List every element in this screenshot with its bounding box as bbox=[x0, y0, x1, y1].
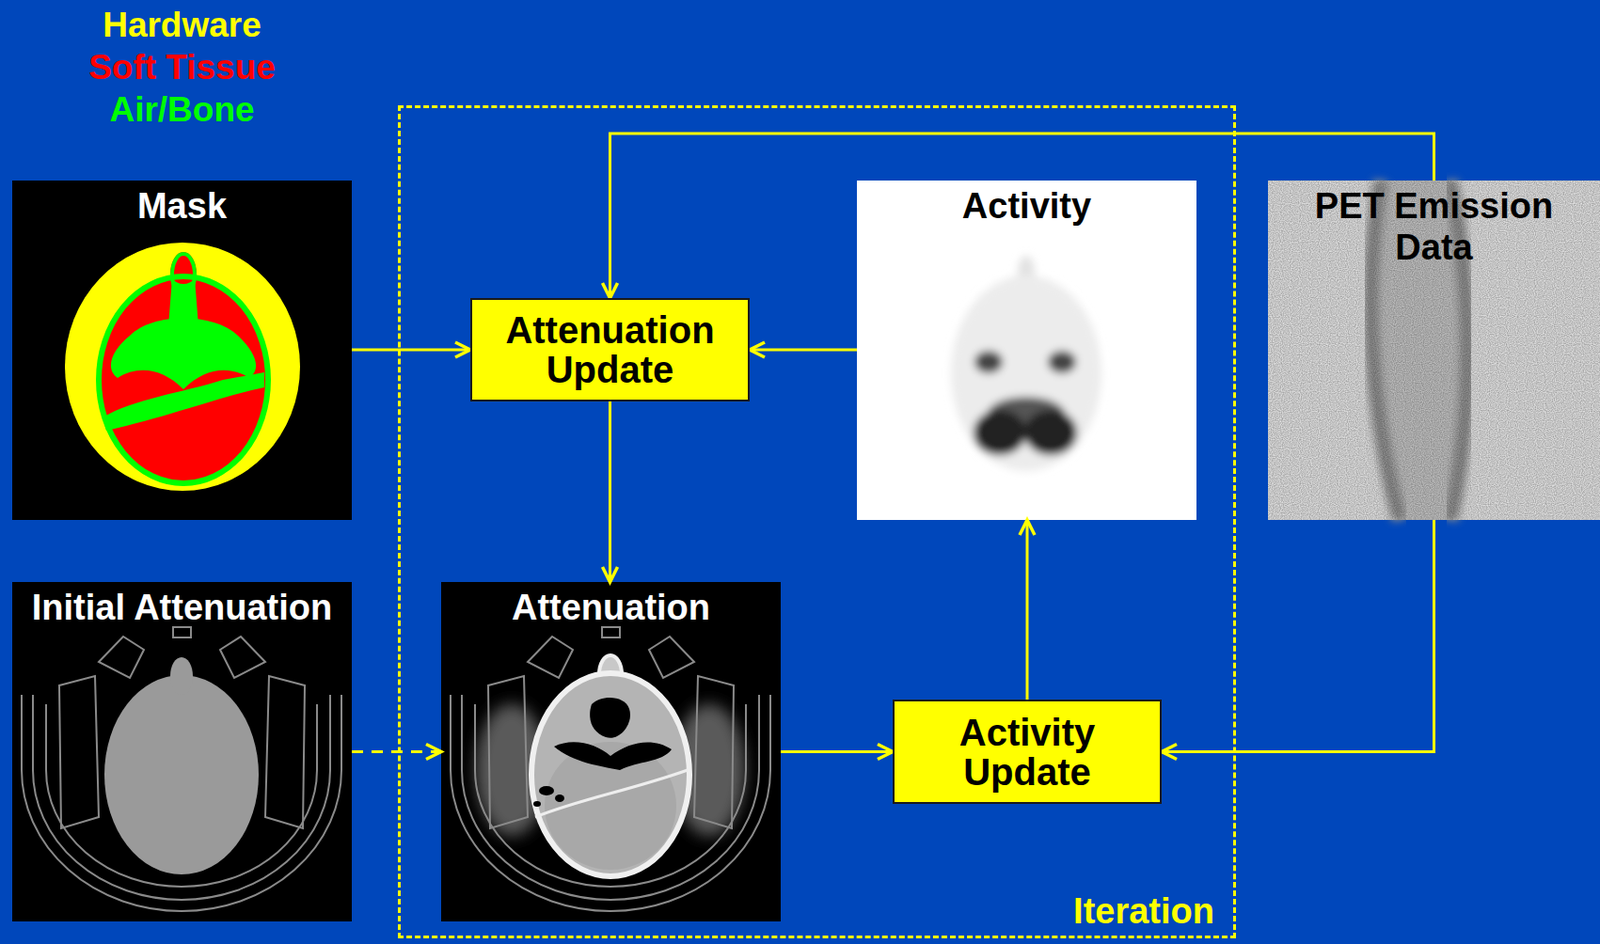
uptake bbox=[1024, 410, 1078, 456]
image-panel: Activity bbox=[856, 180, 1197, 521]
process-box: Activity Update bbox=[892, 699, 1162, 805]
mask-image bbox=[12, 180, 352, 521]
initial-attenuation-image bbox=[12, 582, 352, 922]
group-label: Iteration bbox=[1073, 891, 1215, 934]
uptake bbox=[973, 410, 1027, 456]
image-panel: PET Emission Data bbox=[1267, 180, 1600, 521]
legend-swatch: Air/Bone bbox=[12, 88, 352, 131]
panel-ground bbox=[856, 180, 1197, 521]
legend-swatch: Soft Tissue bbox=[12, 46, 352, 89]
connector bbox=[351, 348, 471, 352]
connector bbox=[1026, 520, 1030, 700]
panel-title: Attenuation bbox=[511, 587, 711, 630]
hardware-region bbox=[64, 242, 301, 492]
connector bbox=[608, 401, 612, 583]
legend-swatch: Hardware bbox=[12, 3, 352, 47]
legend: HardwareSoft TissueAir/Bone bbox=[12, 3, 352, 131]
image-panel: Mask bbox=[12, 180, 352, 521]
image-panel: Attenuation bbox=[441, 582, 781, 922]
box-label: Attenuation Update bbox=[483, 310, 737, 390]
head-activity bbox=[950, 275, 1102, 472]
legend-text: Hardware bbox=[102, 5, 262, 45]
activity-blobs bbox=[950, 255, 1102, 472]
panel-ground bbox=[12, 180, 352, 521]
connector bbox=[610, 133, 1435, 299]
panel-title: PET Emission Data bbox=[1293, 186, 1576, 269]
panel-ground bbox=[441, 582, 781, 922]
head-coil bbox=[21, 627, 342, 912]
noise bbox=[1267, 180, 1600, 521]
head bbox=[531, 673, 690, 877]
process-box: Attenuation Update bbox=[470, 298, 750, 402]
air-dot bbox=[554, 794, 565, 803]
bone-ridge bbox=[535, 770, 688, 818]
panel-title: Initial Attenuation bbox=[31, 587, 333, 630]
box-label: Activity Update bbox=[905, 712, 1149, 793]
panel-title: Activity bbox=[962, 186, 1092, 228]
head-uniform bbox=[104, 675, 259, 875]
connector bbox=[351, 750, 442, 754]
air-dot bbox=[533, 801, 541, 808]
legend-text: Soft Tissue bbox=[88, 47, 276, 87]
activity-image bbox=[856, 180, 1197, 521]
legend-text: Air/Bone bbox=[109, 90, 254, 129]
sinogram-image bbox=[1267, 180, 1600, 521]
uptake bbox=[1047, 350, 1077, 374]
panel-ground bbox=[1267, 180, 1600, 521]
head-coil bbox=[450, 627, 771, 912]
uptake bbox=[974, 350, 1003, 374]
attenuation-image bbox=[441, 582, 781, 922]
bone-band bbox=[102, 372, 265, 431]
air-dot bbox=[538, 786, 555, 796]
connector bbox=[780, 750, 893, 754]
connector bbox=[1161, 520, 1435, 753]
skull-region bbox=[98, 276, 269, 484]
iteration-group: Iteration Attenuation Update ActivityAtten… bbox=[397, 105, 1236, 939]
soft-tissue-region bbox=[96, 274, 270, 486]
nose-uniform bbox=[170, 657, 193, 696]
air-pocket bbox=[589, 697, 631, 739]
connector bbox=[749, 348, 857, 352]
panel-ground bbox=[12, 582, 352, 922]
image-panel: Initial Attenuation bbox=[12, 582, 352, 922]
panel-title: Mask bbox=[137, 186, 227, 228]
air-pocket bbox=[554, 742, 672, 771]
